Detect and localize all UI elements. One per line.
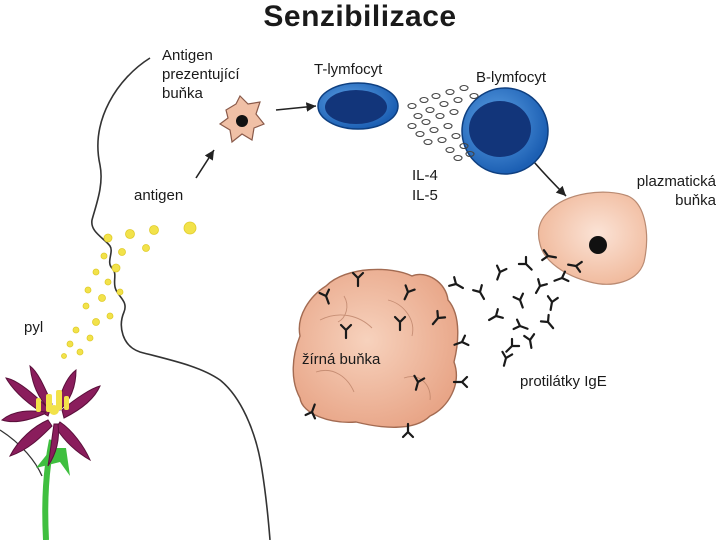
plasma-nucleus: [589, 236, 607, 254]
mast-cell-label: žírná buňka: [302, 351, 381, 368]
il5-label: IL-5: [412, 187, 438, 204]
plasma-cell-label: plazmatická buňka: [604, 172, 716, 210]
mast-cell-texture: [315, 295, 431, 401]
b-cell-label: B-lymfocyt: [476, 69, 547, 86]
arrow-antigen-to-apc: [195, 149, 215, 179]
t-lymphocyte-nucleus: [325, 90, 387, 124]
ige-label: protilátky IgE: [520, 373, 607, 390]
face-profile: [91, 57, 271, 540]
page-title: Senzibilizace: [263, 0, 457, 33]
mast-cell: [292, 268, 459, 428]
antigen-label: antigen: [134, 187, 184, 204]
neck-line: [0, 429, 43, 477]
pollen-label: pyl: [24, 319, 44, 336]
apc-label-line-3: buňka: [162, 85, 203, 102]
t-cell-label: T-lymfocyt: [314, 61, 383, 78]
apc-label-line-2: prezentující: [162, 66, 240, 83]
arrow-b-cell-to-plasma: [533, 161, 567, 197]
b-lymphocyte-nucleus: [469, 101, 531, 157]
plasma-label-line-2: buňka: [675, 192, 716, 209]
arrow-apc-to-t-cell: [275, 102, 317, 112]
cytokine-particles: [407, 84, 479, 162]
flower: [0, 364, 101, 540]
apc-label-line-1: Antigen: [162, 47, 213, 64]
flower-leaf: [36, 448, 70, 476]
flower-petals: [0, 364, 101, 467]
apc-nucleus: [236, 115, 248, 127]
pollen-particles: [61, 221, 197, 359]
apc-label: Antigen prezentující buňka: [162, 46, 240, 103]
il4-label: IL-4: [412, 167, 438, 184]
flower-stamens: [36, 390, 69, 415]
plasma-label-line-1: plazmatická: [636, 173, 716, 190]
